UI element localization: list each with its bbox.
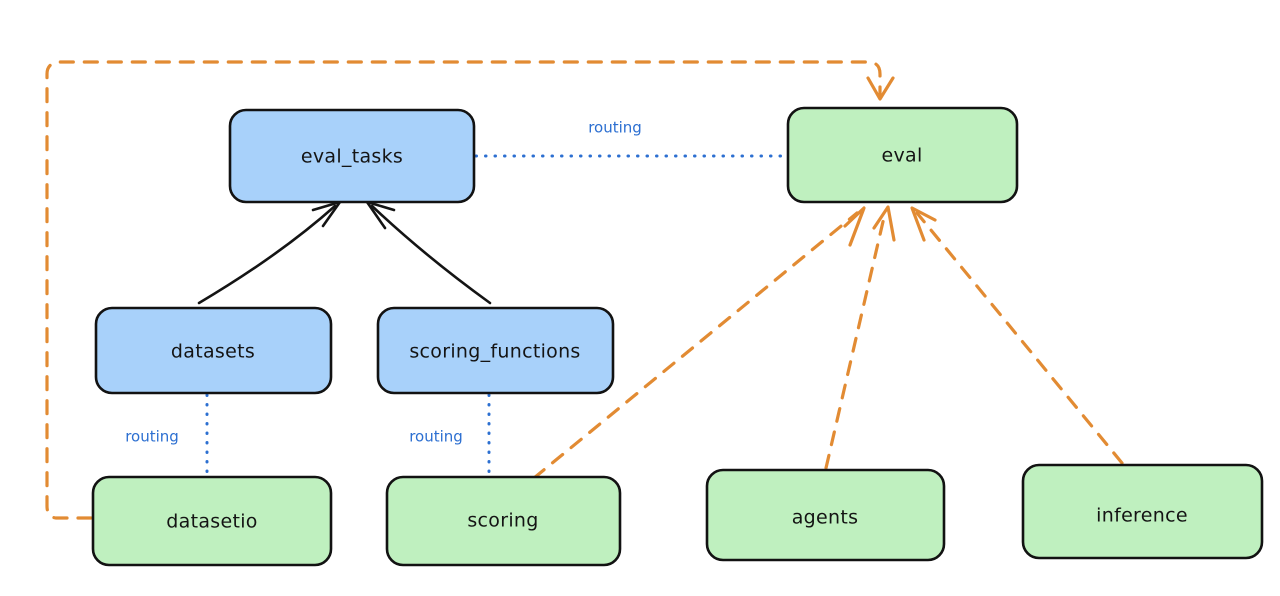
edge-inference-to-eval [910,206,1124,465]
edge-label-routing-eval: routing [588,119,642,137]
node-agents[interactable]: agents [705,468,946,562]
node-label-scoring-functions: scoring_functions [409,341,580,363]
node-scoring-functions[interactable]: scoring_functions [376,306,615,395]
node-datasetio[interactable]: datasetio [91,475,333,567]
node-label-inference: inference [1096,505,1188,527]
node-label-agents: agents [792,507,859,529]
node-eval[interactable]: eval [786,106,1019,204]
edge-eval-tasks-to-eval: routing [474,119,788,158]
edge-scoring-functions-to-eval-tasks [365,200,492,305]
node-label-scoring: scoring [467,510,538,532]
node-inference[interactable]: inference [1021,463,1264,560]
node-label-eval-tasks: eval_tasks [301,146,403,168]
edge-datasetio-to-eval [45,60,895,520]
edge-datasets-to-datasetio: routing [125,393,209,477]
node-scoring[interactable]: scoring [385,475,622,567]
node-eval-tasks[interactable]: eval_tasks [228,108,476,204]
node-label-eval: eval [881,145,922,167]
edge-agents-to-eval [824,205,896,470]
node-label-datasetio: datasetio [166,511,257,533]
edge-label-routing-scoring: routing [409,428,463,446]
edge-datasets-to-eval-tasks [197,200,342,305]
edge-scoring-to-eval [532,206,866,480]
edge-label-routing-datasetio: routing [125,428,179,446]
node-label-datasets: datasets [171,341,255,363]
edge-scoring-functions-to-scoring: routing [409,393,491,477]
node-datasets[interactable]: datasets [94,306,333,395]
